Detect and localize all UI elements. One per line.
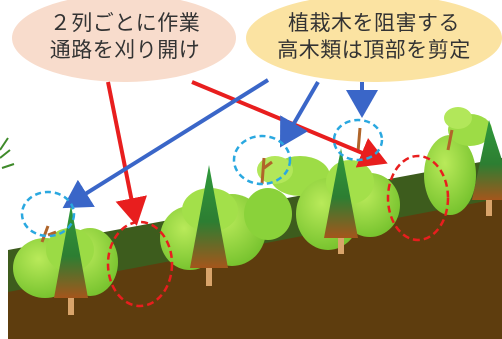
left-bubble-line2: 通路を刈り開け: [49, 38, 201, 62]
right-bubble-line1: 植栽木を阻害する: [288, 11, 460, 35]
conifer-tree: [324, 148, 358, 254]
red-dashed-circle: [386, 154, 450, 242]
right-speech-bubble: [246, 0, 502, 82]
right-bubble-line2: 高木類は頂部を剪定: [277, 38, 471, 62]
blue-dashed-circle: [20, 190, 76, 238]
left-speech-bubble: [12, 0, 236, 82]
blue-dashed-circle: [332, 118, 384, 162]
left-bubble-text: ２列ごとに作業 通路を刈り開け: [20, 10, 230, 64]
conifer-tree: [190, 165, 228, 286]
conifer-tree: [472, 120, 502, 216]
right-bubble-text: 植栽木を阻害する 高木類は頂部を剪定: [256, 10, 492, 64]
blue-arrow: [62, 78, 270, 209]
left-bubble-line1: ２列ごとに作業: [49, 11, 201, 35]
red-arrow: [106, 81, 147, 226]
blue-arrow: [279, 80, 320, 148]
blue-dashed-circle: [232, 134, 292, 186]
conifer-tree: [54, 205, 88, 315]
red-dashed-circle: [106, 220, 174, 308]
edge-grass: [0, 137, 15, 169]
